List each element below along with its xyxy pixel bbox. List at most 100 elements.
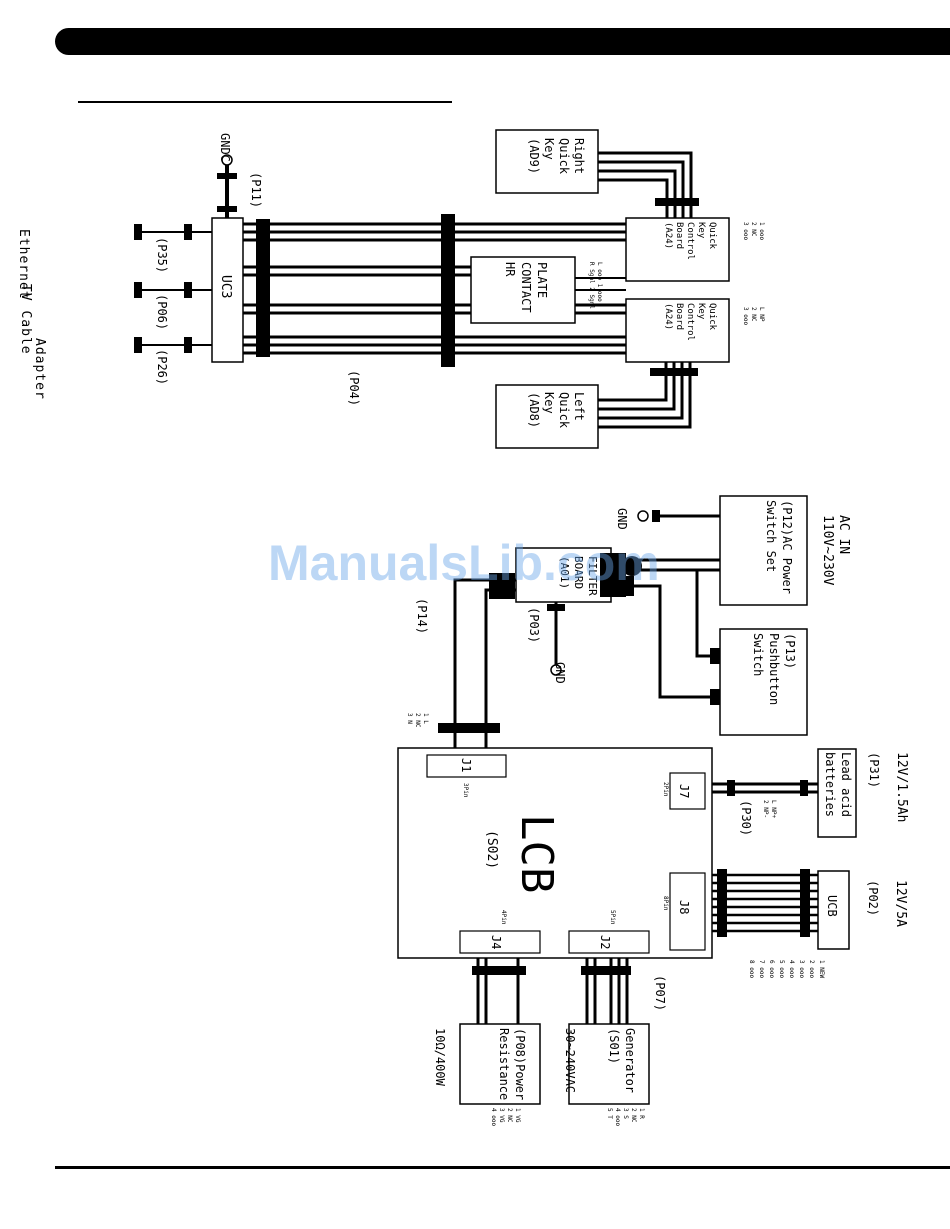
- j7-box: [669, 772, 706, 810]
- p35-label: (P35): [155, 237, 169, 273]
- ac-in-line-1: AC IN: [836, 515, 851, 554]
- filter-line-3: (A01): [558, 556, 571, 589]
- generator-pin-5: 5 T: [606, 1108, 613, 1119]
- p07-label: (P07): [653, 975, 667, 1011]
- generator-line-1: Generator: [623, 1028, 637, 1093]
- ac-switch-pivot: [622, 556, 642, 576]
- battery-pin-1: L NP+: [770, 800, 777, 818]
- top-components: [134, 129, 730, 449]
- left-key-line-2: Quick: [557, 392, 571, 429]
- ucb-pin-7: 7 ooo: [758, 960, 765, 978]
- plate-contact-line-1: PLATE: [535, 262, 549, 298]
- generator-pin-2: 2 NC: [630, 1108, 637, 1123]
- lcb-label: LCB: [511, 814, 562, 893]
- lead-acid-line-1: Lead acid: [839, 752, 853, 817]
- generator-pin-1: 1 R: [638, 1108, 645, 1119]
- ucb-box: [817, 870, 850, 950]
- generator-rating: 30~240VAC: [563, 1028, 577, 1093]
- ucb-rating: 12V/5A: [893, 880, 908, 927]
- gnd-filter-terminal: [550, 664, 562, 676]
- right-quick-key-box: [495, 129, 599, 194]
- generator-pin-4: 4 ooo: [614, 1108, 621, 1126]
- p31-label: (P31): [867, 752, 881, 788]
- labels: GNDC (P11) UC3 (P35) (P06) (P26) (P04) E…: [16, 133, 909, 1126]
- resistance-box: [459, 1023, 541, 1105]
- left-key-line-3: Key: [542, 392, 556, 414]
- filter-line-1: FILTER: [586, 556, 599, 596]
- footer-rule: [55, 1166, 950, 1169]
- right-key-line-1: Right: [572, 138, 586, 174]
- resistance-pin-3: 3 VG: [498, 1108, 505, 1123]
- plate-contact-line-2: CONTACT: [519, 262, 533, 313]
- plate-pin-line-1: L ooo 1 ooo: [596, 262, 603, 302]
- j1-label: J1: [459, 758, 473, 772]
- right-key-line-2: Quick: [557, 138, 571, 175]
- resistance-pin-2: 2 NC: [506, 1108, 513, 1123]
- ucb-pin-4: 4 ooo: [788, 960, 795, 978]
- j8-label: J8: [677, 900, 691, 914]
- j4-label: J4: [489, 935, 503, 949]
- left-board-pin-2: 2 NC: [750, 307, 757, 322]
- gnd-top-terminal: [637, 510, 649, 522]
- j4-box: [459, 930, 541, 954]
- right-board-pin-3: 3 ooo: [742, 222, 749, 240]
- gnd-top-label: GND: [615, 508, 629, 530]
- left-board-line-2: Key: [696, 303, 706, 320]
- p06-label: (P06): [155, 294, 169, 330]
- right-quick-key-board-box: [625, 217, 730, 282]
- gnd-filter-label: GND: [553, 662, 567, 684]
- j2-label: J2: [598, 935, 612, 949]
- left-board-line-3: Control: [685, 303, 695, 341]
- p13-line-2: Pushbutton: [767, 633, 781, 705]
- uc3-label: UC3: [218, 275, 233, 298]
- resistance-line-2: Resistance: [497, 1028, 511, 1100]
- j8-box: [669, 872, 706, 951]
- resistance-rating: 10Ω/400W: [433, 1028, 447, 1087]
- p14-label: (P14): [415, 598, 429, 634]
- j1-pin-3: 3 N: [406, 713, 413, 724]
- resistance-pin-1: 1 VG: [514, 1108, 521, 1123]
- ucb-pin-5: 5 ooo: [778, 960, 785, 978]
- adapter-label: Adapter: [32, 338, 47, 400]
- ucb-label: UCB: [825, 895, 839, 917]
- uc3-box: [211, 217, 244, 363]
- resistance-line-1: (P08)Power: [513, 1028, 527, 1100]
- ac-switch-line-2: Switch Set: [764, 500, 778, 572]
- p13-line-3: Switch: [751, 633, 765, 676]
- battery-pin-2: 2 NP-: [762, 800, 769, 818]
- right-key-line-3: Key: [542, 138, 556, 160]
- ac-switch-line-1: (P12)AC Power: [780, 500, 794, 594]
- left-board-pin-1: L NP: [758, 307, 765, 322]
- lcb-box: [397, 747, 713, 959]
- lead-acid-line-2: batteries: [823, 752, 837, 817]
- right-board-line-5: (A24): [663, 222, 673, 249]
- left-quick-key-box: [495, 384, 599, 449]
- left-board-line-5: (A24): [663, 303, 673, 330]
- ac-switch-box: [719, 495, 808, 606]
- s02-label: (S02): [484, 830, 499, 869]
- battery-box: [817, 748, 857, 838]
- plate-contact-line-3: HR: [503, 262, 517, 277]
- left-board-line-1: Quick: [707, 303, 717, 331]
- bottom-connector-blocks: [438, 510, 810, 975]
- pushbutton-box: [719, 628, 808, 736]
- title-rule: [78, 101, 452, 103]
- j4-pin-count: 4Pin: [500, 910, 507, 925]
- generator-box: [568, 1023, 650, 1105]
- right-board-line-3: Control: [685, 222, 695, 260]
- tv-cable-label: TV Cable: [18, 284, 33, 355]
- ac-in-line-2: 110V~230V: [820, 515, 835, 586]
- generator-pin-3: 3 S: [622, 1108, 629, 1119]
- filter-line-2: BOARD: [572, 556, 585, 589]
- right-board-line-2: Key: [696, 222, 706, 239]
- p30-label: (P30): [739, 800, 753, 836]
- top-connector-blocks: [134, 173, 699, 376]
- p11-label: (P11): [249, 172, 263, 208]
- right-board-pin-2: 2 NC: [750, 222, 757, 237]
- j7-pin-count: 2Pin: [662, 782, 669, 797]
- right-key-line-4: (AD9): [527, 138, 541, 174]
- j2-pin-count: 5Pin: [609, 910, 616, 925]
- p02-label: (P02): [866, 880, 880, 916]
- j1-pin-2: 2 NC: [414, 713, 421, 728]
